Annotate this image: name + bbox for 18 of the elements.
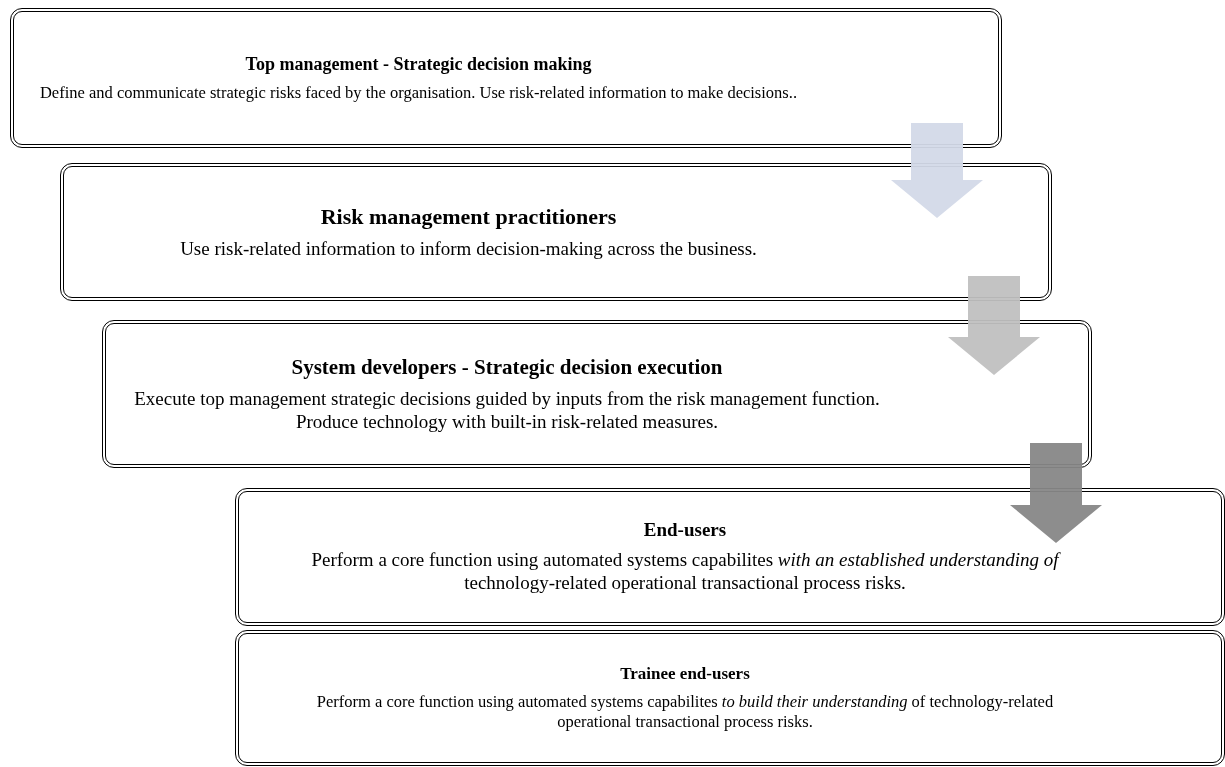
box-heading: Trainee end-users	[620, 664, 750, 685]
box-heading: Top management - Strategic decision making	[245, 53, 592, 75]
process-box	[60, 163, 1052, 301]
box-description: Use risk-related information to inform decision-making across the business.	[180, 237, 757, 261]
box-description: Execute top management strategic decisions guided by inputs from the risk management function. Produce technology with built-in risk-related measures.	[133, 387, 881, 434]
box-heading: System developers - Strategic decision execution	[291, 354, 723, 380]
box-heading: Risk management practitioners	[320, 203, 617, 230]
block-arrow	[948, 276, 1040, 375]
box-heading: End-users	[643, 519, 727, 542]
block-arrow	[1010, 443, 1102, 543]
process-box	[235, 630, 1225, 766]
process-box	[10, 8, 1002, 148]
box-description: Define and communicate strategic risks faced by the organisation. Use risk-related information to make decisions..	[39, 82, 798, 103]
process-box	[235, 488, 1225, 626]
process-box	[102, 320, 1092, 468]
box-description: Perform a core function using automated systems capabilites to build their understanding of technology-related operational transactional process risks.	[315, 692, 1055, 732]
box-description: Perform a core function using automated systems capabilites with an established understanding of technology-related operational transactional process risks.	[310, 549, 1062, 595]
block-arrow	[891, 123, 983, 218]
